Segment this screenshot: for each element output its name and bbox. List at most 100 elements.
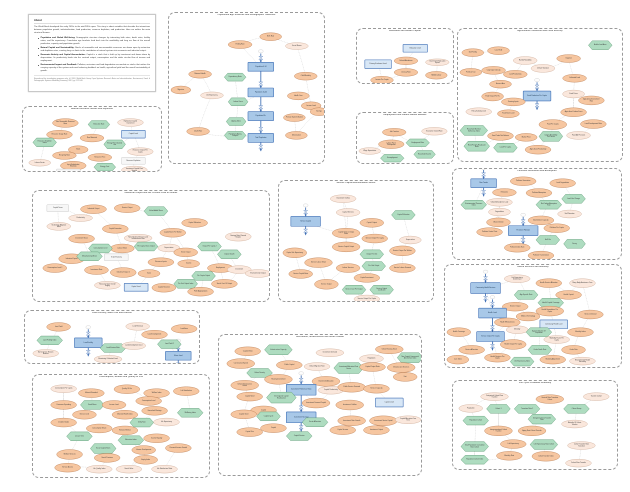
node-orange[interactable]: Capital — [260, 423, 287, 433]
node-orange[interactable]: Service Demand — [577, 309, 604, 320]
node-green[interactable]: Extraction Rate — [87, 120, 110, 129]
node-orange[interactable]: Service Allocation — [458, 345, 485, 355]
node-orange[interactable]: Capital Output Ratio — [359, 362, 386, 372]
node-orange[interactable]: Assimilation Capacity — [527, 215, 554, 225]
node-orange[interactable]: Health Care — [287, 91, 310, 101]
node-orange[interactable]: Land Area — [171, 324, 198, 334]
node-orange[interactable]: Urbanisation — [285, 131, 308, 140]
node-pink[interactable]: Soil Retention — [557, 209, 582, 219]
node-pink[interactable]: Labour Factor — [28, 159, 51, 167]
node-orange[interactable]: Capital Structure — [151, 283, 176, 293]
node-orange[interactable]: Capital Formation — [102, 224, 129, 234]
node-orange[interactable]: Land Yield — [487, 46, 510, 55]
node-orange[interactable]: Medical Technology — [516, 311, 541, 322]
node-green[interactable]: Labour Force — [227, 97, 249, 106]
node-green[interactable]: Dependency Ratio — [224, 73, 247, 82]
node-orange[interactable]: Service Output Per Capita — [361, 233, 388, 244]
node-orange[interactable]: Labour Share — [110, 243, 135, 254]
node-stockpale[interactable]: Capital Level — [123, 283, 149, 292]
node-orange[interactable]: Consumption Level — [135, 396, 162, 406]
flow-valve[interactable] — [85, 350, 91, 354]
node-orange[interactable]: Consumption Level 2 — [42, 263, 67, 273]
node-green[interactable]: Capital Utilisation — [391, 210, 416, 220]
node-orange[interactable]: Resource Usage Rate — [46, 130, 73, 140]
node-note[interactable]: Capital Taxes — [46, 204, 69, 212]
diagram-panel-agriculture-food[interactable]: Agricultural Production and Food Securit… — [457, 28, 623, 162]
node-orange[interactable]: Material Standard — [78, 388, 105, 398]
node-orange[interactable]: Taxes — [137, 269, 161, 278]
node-pink[interactable]: Regulation — [359, 354, 384, 363]
node-green[interactable]: Manufacturing Share — [76, 251, 103, 261]
node-pink[interactable]: Degradation — [488, 207, 511, 217]
node-stock[interactable]: Land Fertility — [74, 337, 103, 348]
node-green[interactable]: Land Fertility Index — [36, 335, 63, 345]
node-orange[interactable]: Unit — [393, 372, 418, 382]
node-pink[interactable]: Life Satisfaction Ratio — [151, 465, 178, 474]
node-orange[interactable]: Waste Volume — [486, 217, 511, 227]
node-orange[interactable]: Capital Output — [359, 218, 384, 228]
node-green[interactable]: Transition Rate 2 — [513, 404, 541, 414]
node-green[interactable]: Leisure Time — [66, 431, 93, 441]
node-orange[interactable]: Service Output — [314, 279, 339, 290]
node-orange[interactable]: Pollution Generation — [510, 176, 537, 186]
node-stockpale[interactable]: Primary Enrolment Level — [364, 59, 392, 69]
node-stock[interactable]: Raw Trends — [470, 178, 497, 188]
node-green[interactable]: Household Income — [413, 150, 436, 159]
node-pink[interactable]: Food Aid Provision — [566, 131, 591, 140]
node-orange[interactable]: Consumption Share — [86, 423, 113, 434]
node-orange[interactable]: Service Access — [54, 463, 81, 473]
node-green[interactable]: Land Per Capita — [493, 143, 518, 153]
node-orange[interactable]: Pollution Transmission — [527, 250, 554, 259]
node-pink[interactable]: Productivity — [68, 214, 93, 222]
node-orange[interactable]: Crop Input Intensity — [481, 66, 506, 75]
node-orange[interactable]: Farming Inputs — [501, 97, 526, 107]
node-green[interactable]: Social Capital Stock — [90, 443, 117, 454]
node-orange[interactable]: Infrastructure Services — [387, 362, 416, 373]
node-orange[interactable]: Health Output Per Capita — [500, 339, 527, 350]
node-green[interactable]: Utility Rate — [129, 417, 154, 428]
node-pink[interactable]: Service Output Per Capita — [353, 294, 380, 301]
node-orange[interactable]: Food Output Per Ha — [481, 91, 504, 102]
node-orange[interactable]: Investment Rate — [84, 265, 109, 275]
node-pink[interactable]: Climate Variation — [530, 64, 556, 73]
node-stock[interactable]: Population 65+ — [247, 111, 274, 121]
node-pink[interactable]: Land Removal — [125, 322, 150, 331]
node-orange[interactable]: Personal Income Growth — [165, 443, 192, 453]
node-green[interactable]: Decay — [563, 239, 586, 249]
node-orange[interactable]: Gross Output — [173, 247, 198, 257]
node-pink[interactable]: Economic Growth Rate — [421, 127, 448, 136]
node-orange[interactable]: Household Savings — [141, 406, 168, 416]
node-green[interactable]: Land Yield 2 — [157, 339, 182, 349]
node-pink[interactable]: Transfer Cohort — [583, 392, 610, 401]
node-green[interactable]: Per Unit Output — [361, 261, 386, 271]
node-orange[interactable]: Material Wealth Index — [111, 410, 138, 420]
node-pink[interactable]: Consumption Per Capita — [50, 384, 77, 393]
node-orange[interactable]: Housing Investment — [264, 374, 293, 385]
node-orange[interactable]: Public Capital — [276, 360, 303, 370]
node-orange[interactable]: Pollution Control Cost — [476, 227, 503, 237]
flow-valve[interactable] — [298, 425, 304, 429]
node-orange[interactable]: Industrial Output 2 — [110, 267, 137, 278]
node-note[interactable]: Trade Elasticity — [104, 253, 129, 261]
flow-valve[interactable] — [483, 276, 489, 280]
node-green[interactable]: Cohort Group — [563, 404, 590, 414]
node-orange[interactable]: Skilled Labour — [425, 71, 448, 80]
node-orange[interactable]: Fertiliser Use — [459, 68, 482, 77]
node-orange[interactable]: Maternal Health — [188, 70, 212, 79]
node-orange[interactable]: Health Coverage — [446, 327, 471, 337]
